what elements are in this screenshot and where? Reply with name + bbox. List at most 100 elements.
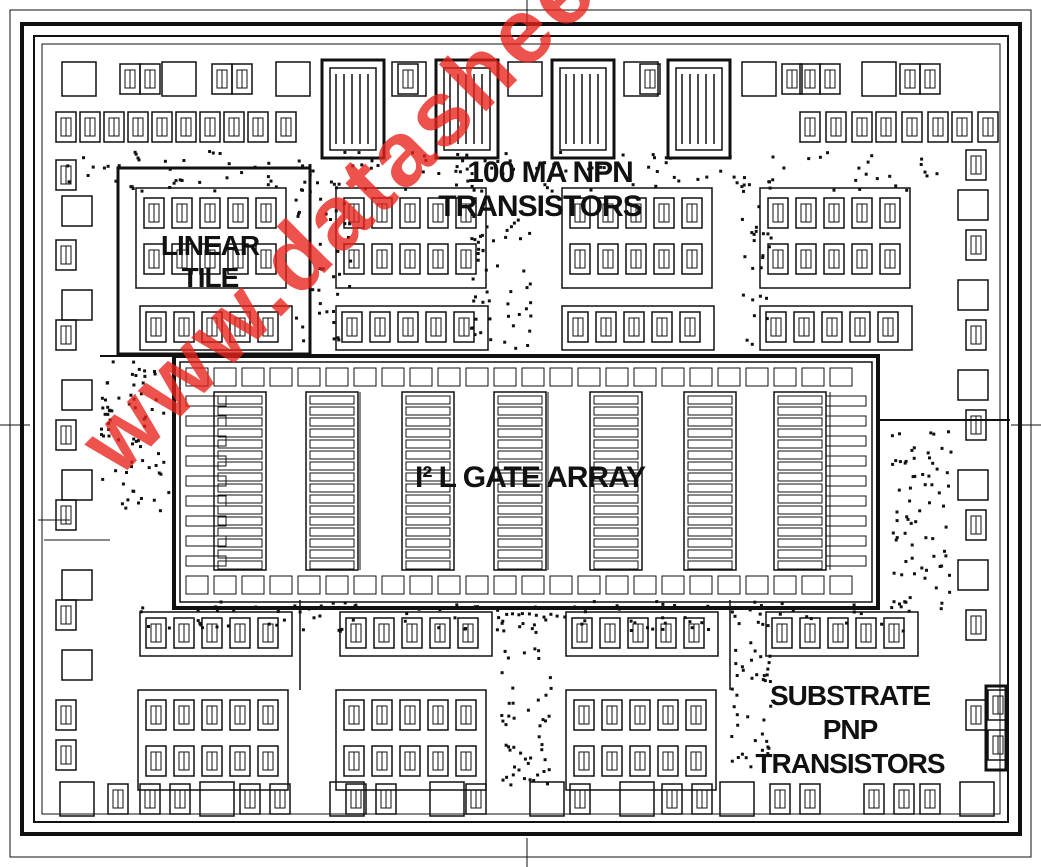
substrate-dot <box>132 360 136 364</box>
substrate-dot <box>157 471 161 475</box>
gate-array-bottom-bar <box>325 575 349 595</box>
gate-array-gate <box>777 395 823 405</box>
substrate-dot <box>932 432 936 436</box>
substrate-dot <box>504 723 508 727</box>
die-outline-outer <box>20 22 1022 836</box>
substrate-dot <box>485 290 489 294</box>
substrate-dot <box>756 620 760 624</box>
dotted-substrate-left <box>100 360 171 513</box>
gate-array-left-bar <box>185 395 227 407</box>
tile-group-5-cell <box>229 699 251 731</box>
upper-cell-6 <box>199 111 221 143</box>
upper-cell-14 <box>901 111 923 143</box>
gate-array-gate <box>687 505 733 515</box>
tile-group-4-cell <box>851 243 873 275</box>
upper-cell-11 <box>825 111 847 143</box>
dotted-substrate-mid <box>470 215 533 350</box>
substrate-dot <box>318 302 322 306</box>
bottom-cell-7 <box>465 783 487 815</box>
substrate-dot <box>102 434 105 438</box>
substrate-dot <box>590 166 594 170</box>
substrate-dot <box>456 153 460 156</box>
substrate-dot <box>621 153 625 157</box>
gate-array-gate <box>217 472 263 482</box>
gate-array-gate <box>309 406 355 416</box>
substrate-dot <box>935 172 939 176</box>
gate-array-gate <box>687 461 733 471</box>
substrate-dot <box>866 160 870 164</box>
tile-group-3-cell <box>653 197 675 229</box>
substrate-dot <box>752 314 756 318</box>
substrate-dot <box>508 159 512 163</box>
substrate-dot <box>924 536 928 540</box>
substrate-dot <box>336 249 340 253</box>
tile-group-7-cell <box>657 699 679 731</box>
gate-array-gate <box>497 439 543 449</box>
gate-array-gate <box>405 417 451 427</box>
pnp-cell-2 <box>987 729 1009 761</box>
substrate-dot <box>461 159 465 163</box>
gate-array-gate <box>405 461 451 471</box>
substrate-dot <box>948 573 951 577</box>
substrate-dot <box>526 761 530 765</box>
substrate-dot <box>923 483 927 487</box>
bond-pad-top-5 <box>623 61 659 97</box>
substrate-dot <box>766 667 770 671</box>
substrate-dot <box>332 275 336 279</box>
substrate-dot <box>890 434 894 438</box>
substrate-dot <box>913 474 917 478</box>
gate-array-column-1 <box>305 391 359 571</box>
substrate-dot <box>688 620 692 624</box>
gate-array-bottom-bar <box>493 575 517 595</box>
substrate-dot <box>742 189 745 193</box>
substrate-dot <box>749 641 753 645</box>
substrate-dot <box>500 671 504 675</box>
cell-row-c-cell <box>679 311 701 343</box>
substrate-dot <box>542 770 546 773</box>
substrate-dot <box>880 622 884 626</box>
substrate-dot <box>589 188 593 192</box>
gate-array-gate <box>593 450 639 460</box>
substrate-dot <box>82 156 85 160</box>
linear-tile-group-1-cell <box>255 243 277 275</box>
substrate-dot <box>911 475 915 479</box>
substrate-dot <box>455 165 459 169</box>
substrate-dot <box>455 183 458 187</box>
pnp-label-line2: PNP <box>822 714 879 745</box>
substrate-dot <box>542 615 546 619</box>
substrate-dot <box>754 229 758 233</box>
substrate-dot <box>908 596 912 600</box>
bottom-cell-15 <box>919 783 941 815</box>
substrate-dot <box>519 237 522 241</box>
gate-array-left-bar <box>185 535 227 547</box>
right-edge-cell-2 <box>965 319 987 351</box>
substrate-dot <box>159 472 163 476</box>
cell-row-f-cell <box>429 617 451 649</box>
substrate-dot <box>266 175 270 179</box>
bond-pad-top-2 <box>275 61 311 97</box>
cell-row-e-cell <box>201 617 223 649</box>
substrate-dot <box>100 396 104 400</box>
substrate-dot <box>152 498 156 502</box>
substrate-dot <box>555 614 559 618</box>
left-edge-cell-4 <box>55 499 77 531</box>
substrate-dot <box>507 714 511 718</box>
upper-cell-1 <box>79 111 101 143</box>
substrate-dot <box>523 777 526 781</box>
substrate-dot <box>105 381 109 385</box>
substrate-dot <box>376 164 380 167</box>
substrate-dot <box>163 159 167 163</box>
npn-power-transistor-3 <box>666 58 732 160</box>
gate-array-gate <box>687 428 733 438</box>
bond-pad-bottom-2 <box>329 781 365 817</box>
substrate-dot <box>338 272 341 276</box>
gate-array-gate <box>217 505 263 515</box>
substrate-dot <box>761 622 765 626</box>
substrate-dot <box>931 537 935 541</box>
substrate-dot <box>651 153 655 157</box>
substrate-dot <box>532 623 536 627</box>
substrate-dot <box>320 267 323 271</box>
substrate-dot <box>505 612 509 616</box>
substrate-dot <box>132 383 136 387</box>
substrate-dot <box>301 325 305 329</box>
